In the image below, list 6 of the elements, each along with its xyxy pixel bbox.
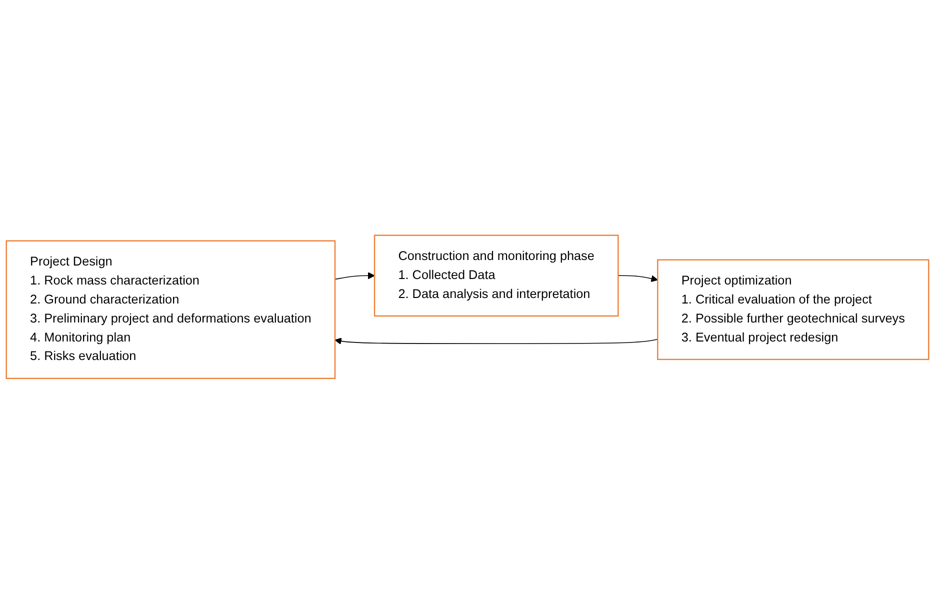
node-box: Project Design 1. Rock mass characterization 2. Ground characterization 3. Preliminary project and deformations evaluation 4. Monitoring plan 5. Risks evaluation: [6, 240, 336, 379]
arrow: [618, 274, 658, 282]
node-box: Project optimization 1. Critical evaluation of the project 2. Possible further geotechnical surveys 3. Eventual project redesign: [657, 258, 930, 360]
arrow: [334, 272, 375, 280]
arrow: [334, 337, 658, 344]
node-box: Construction and monitoring phase 1. Collected Data 2. Data analysis and interpretation: [374, 234, 619, 316]
